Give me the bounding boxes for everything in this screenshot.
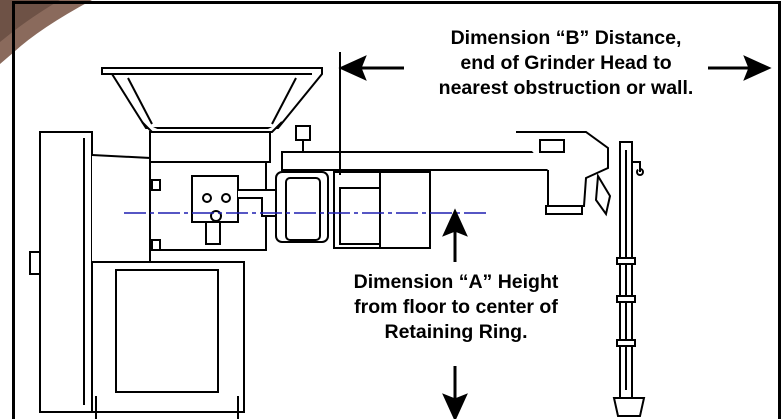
cabinet-door-edge [91, 154, 151, 263]
control-knob-2 [221, 193, 231, 203]
grinder-housing [149, 131, 271, 163]
hopper-inner-left [127, 77, 153, 125]
hopper-inner-right [271, 77, 297, 125]
base-panel [115, 269, 219, 393]
support-pole [612, 141, 646, 417]
dimension-a-line-2: from floor to center of [354, 296, 558, 318]
dimension-b-arrows [338, 55, 772, 81]
arm-label-plate [539, 139, 565, 153]
dimension-b-line-1: Dimension “B” Distance, [450, 27, 682, 49]
pole-collar-3 [616, 339, 636, 347]
bolt-2 [151, 239, 161, 251]
dimension-b-arrow-left-head [338, 55, 367, 81]
dimension-b-label: Dimension “B” Distance, end of Grinder H… [418, 26, 714, 101]
dimension-a-label: Dimension “A” Height from floor to cente… [336, 270, 576, 345]
retaining-ring [285, 177, 321, 241]
pole-collar-1 [616, 257, 636, 265]
dimension-b-line-2: end of Grinder Head to [460, 52, 672, 74]
arm-clamp [594, 172, 612, 217]
dimension-b-arrow-right-head [743, 55, 772, 81]
head-inner [339, 187, 381, 245]
dimension-a-line-3: Retaining Ring. [384, 321, 528, 343]
side-handle [29, 251, 41, 275]
dimension-a-arrow-down-head [442, 393, 468, 419]
dimension-a-arrows [442, 208, 468, 419]
dimension-b-line-3: nearest obstruction or wall. [438, 77, 694, 99]
grinder-machine [29, 67, 612, 419]
hopper [101, 67, 323, 129]
border-frame [12, 1, 781, 419]
dimension-a-line-1: Dimension “A” Height [353, 271, 559, 293]
feed-tube [238, 189, 279, 217]
pole-crank [632, 161, 641, 172]
control-knob-1 [202, 193, 212, 203]
top-knob [295, 125, 311, 141]
pole-foot [612, 397, 646, 417]
pole-collar-2 [616, 295, 636, 303]
bolt-1 [151, 179, 161, 191]
arm-foot [545, 205, 583, 215]
control-box-stem [205, 221, 221, 245]
dimension-a-arrow-up-head [442, 208, 468, 237]
